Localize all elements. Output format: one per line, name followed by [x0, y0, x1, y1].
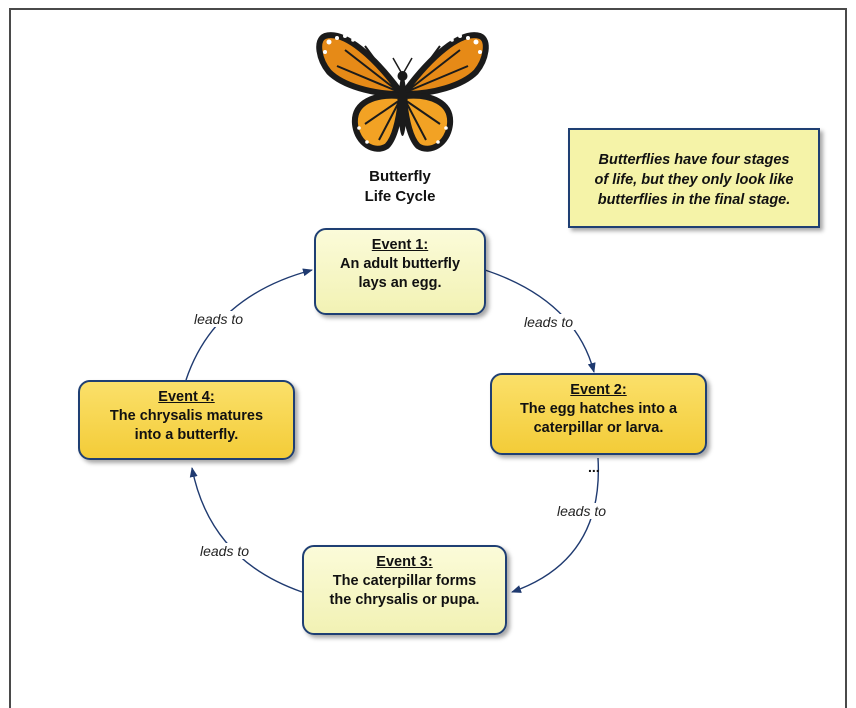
event-text-line: The caterpillar forms: [332, 573, 477, 589]
event-text-line: The egg hatches into a: [519, 401, 678, 417]
note-line: of life, but they only look like: [594, 172, 794, 188]
connector-label-2-to-3: leads to: [555, 503, 609, 519]
ellipsis-marker: ...: [588, 459, 600, 475]
event-heading: Event 1:: [371, 237, 429, 253]
event-heading: Event 3:: [376, 554, 433, 570]
connector-3-to-4: [189, 467, 303, 593]
event-2-box[interactable]: Event 2: The egg hatches into a caterpil…: [490, 373, 707, 455]
diagram-title: Butterfly Life Cycle: [330, 167, 470, 207]
title-line: Butterfly: [369, 168, 431, 185]
event-text-line: into a butterfly.: [134, 427, 239, 443]
connector-4-to-1: [185, 268, 313, 381]
title-line: Life Cycle: [364, 188, 436, 205]
butterfly-icon: [316, 32, 489, 152]
event-text-line: caterpillar or larva.: [533, 420, 664, 436]
event-text-line: An adult butterfly: [339, 256, 461, 272]
connector-label-1-to-2: leads to: [522, 314, 576, 330]
connector-label-3-to-4: leads to: [198, 543, 252, 559]
note-line: butterflies in the final stage.: [597, 192, 791, 208]
event-4-box[interactable]: Event 4: The chrysalis matures into a bu…: [78, 380, 295, 460]
info-note: Butterflies have four stages of life, bu…: [568, 128, 820, 228]
event-text-line: The chrysalis matures: [109, 408, 264, 424]
event-text-line: lays an egg.: [358, 275, 442, 291]
event-text-line: the chrysalis or pupa.: [329, 592, 480, 608]
connector-label-4-to-1: leads to: [192, 311, 246, 327]
event-3-box[interactable]: Event 3: The caterpillar forms the chrys…: [302, 545, 507, 635]
canvas-frame: [9, 8, 847, 708]
event-heading: Event 4:: [158, 389, 215, 405]
event-1-box[interactable]: Event 1: An adult butterfly lays an egg.: [314, 228, 486, 315]
connector-2-to-3: [511, 457, 600, 593]
connector-1-to-2: [484, 269, 596, 373]
note-line: Butterflies have four stages: [598, 152, 790, 168]
event-heading: Event 2:: [570, 382, 627, 398]
